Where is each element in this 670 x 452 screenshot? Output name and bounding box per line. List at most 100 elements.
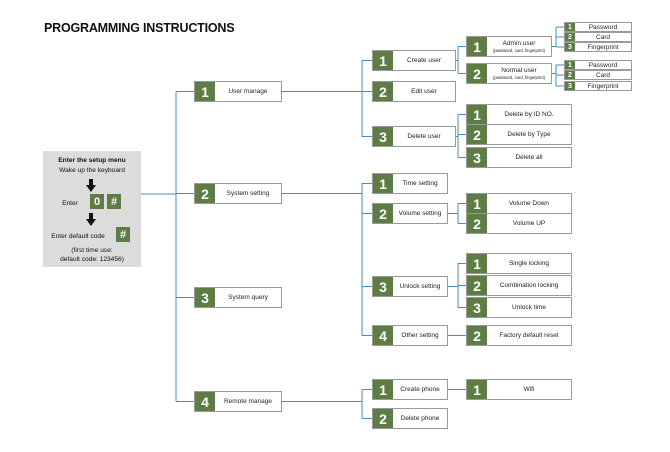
menu-node-admin-user: 1 Admin user(password, card, fingerprint) (466, 36, 552, 57)
menu-node-create-user: 1 Create user (372, 50, 456, 71)
menu-label-text: Combination locking (499, 282, 559, 289)
menu-label-text: Edit user (411, 88, 437, 95)
menu-label: Factory default reset (487, 332, 571, 339)
menu-number-badge: 3 (467, 298, 487, 317)
menu-label: Card (575, 72, 631, 79)
menu-node-delete-all: 3 Delete all (466, 147, 572, 168)
menu-number-badge: 2 (467, 125, 487, 144)
menu-label: Password (575, 24, 631, 31)
menu-node-user-manage: 1 User manage (194, 81, 282, 102)
setup-enter-text: Enter (62, 200, 78, 207)
menu-label: Time setting (393, 180, 447, 187)
menu-node-other-setting: 4 Other setting (372, 325, 448, 346)
menu-label-text: Single locking (508, 260, 550, 267)
menu-number-badge: 2 (195, 184, 215, 203)
menu-label-text: Wifi (523, 386, 535, 393)
menu-sublabel: (password, card, fingerprint) (492, 75, 546, 80)
menu-number-badge: 2 (565, 71, 575, 79)
menu-label-text: Admin user (502, 40, 536, 47)
menu-label: Delete phone (393, 415, 447, 422)
menu-number-badge: 3 (195, 288, 215, 307)
setup-default-text: Enter default code (51, 233, 105, 240)
menu-node-single-locking: 1 Single locking (466, 253, 572, 274)
menu-number-badge: 3 (565, 82, 575, 90)
menu-label: Delete all (487, 154, 571, 161)
setup-note-1: (first time use: (71, 247, 113, 254)
menu-label: Fingerprint (575, 83, 631, 90)
menu-number-badge: 1 (565, 23, 575, 31)
menu-label-text: Remote manage (223, 398, 273, 405)
menu-number-badge: 1 (467, 37, 487, 56)
menu-label-text: Create user (407, 57, 441, 64)
menu-number-badge: 1 (565, 61, 575, 69)
menu-number-badge: 1 (373, 51, 393, 70)
menu-label: Remote manage (215, 398, 281, 405)
menu-number-badge: 2 (565, 33, 575, 41)
menu-label: Unlock setting (393, 283, 447, 290)
menu-label-text: Password (588, 23, 618, 31)
menu-number-badge: 2 (373, 409, 393, 428)
key-hash: # (107, 194, 121, 209)
menu-label-text: Volume setting (398, 210, 442, 217)
menu-number-badge: 1 (373, 380, 393, 399)
menu-number-badge: 4 (195, 392, 215, 411)
menu-number-badge: 3 (565, 43, 575, 51)
menu-label-text: Other setting (401, 332, 439, 339)
menu-node-wifi: 1 Wifi (466, 379, 572, 400)
menu-label-text: Delete by ID NO. (504, 111, 554, 118)
setup-wake-text: Wake up the keyboard (59, 167, 125, 174)
menu-label-text: Delete phone (400, 415, 440, 422)
menu-node-password: 1 Password (564, 60, 632, 70)
setup-note-2: default code: 123456) (60, 256, 124, 263)
menu-label: Delete user (393, 133, 455, 140)
menu-node-create-phone: 1 Create phone (372, 379, 448, 400)
menu-label-text: Card (595, 71, 611, 79)
menu-label: Create phone (393, 386, 447, 393)
menu-label: Single locking (487, 260, 571, 267)
menu-label-text: User manage (228, 88, 268, 95)
menu-label-text: Unlock setting (399, 283, 441, 290)
menu-label: Volume UP (487, 220, 571, 227)
menu-sublabel: (password, card, fingerprint) (492, 48, 546, 53)
menu-node-remote-manage: 4 Remote manage (194, 391, 282, 412)
menu-label: Create user (393, 57, 455, 64)
menu-label: System query (215, 294, 281, 301)
menu-label-text: Create phone (400, 386, 440, 393)
menu-label: User manage (215, 88, 281, 95)
menu-number-badge: 2 (467, 214, 487, 233)
menu-label-text: Password (588, 61, 618, 69)
menu-label: Volume Down (487, 200, 571, 207)
menu-number-badge: 1 (467, 254, 487, 273)
menu-number-badge: 2 (467, 64, 487, 83)
down-arrow-icon (86, 213, 96, 226)
menu-label-text: Delete all (515, 154, 543, 161)
menu-label: Unlock time (487, 304, 571, 311)
menu-label: Volume setting (393, 210, 447, 217)
menu-number-badge: 3 (373, 277, 393, 296)
menu-number-badge: 1 (467, 380, 487, 399)
menu-label: Card (575, 34, 631, 41)
menu-label: Normal user(password, card, fingerprint) (487, 67, 551, 80)
menu-number-badge: 3 (467, 148, 487, 167)
menu-number-badge: 4 (373, 326, 393, 345)
menu-label: Wifi (487, 386, 571, 393)
menu-label: Edit user (393, 88, 455, 95)
menu-label: Fingerprint (575, 44, 631, 51)
menu-label: Delete by ID NO. (487, 111, 571, 118)
menu-number-badge: 1 (195, 82, 215, 101)
